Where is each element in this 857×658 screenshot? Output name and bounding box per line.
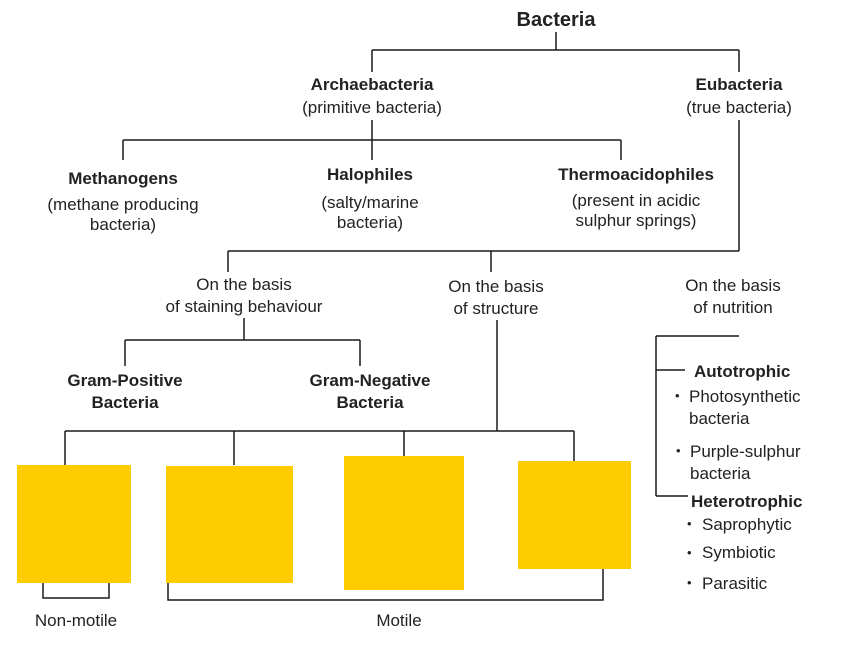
basis-nutrition-2: of nutrition [693, 298, 773, 317]
thermoacidophiles-title: Thermoacidophiles [558, 165, 714, 184]
methanogens-desc-2: bacteria) [89, 215, 157, 234]
auto-item-1-line2: bacteria [689, 409, 750, 428]
gram-negative-1: Gram-Negative [309, 371, 431, 390]
halophiles-desc-1: (salty/marine [321, 193, 419, 212]
autotrophic-title: Autotrophic [694, 362, 791, 381]
basis-staining-2: of staining behaviour [165, 297, 323, 316]
redacted-shape-2 [166, 466, 293, 583]
eubacteria-title: Eubacteria [695, 75, 783, 94]
auto-item-2-line1: Purple-sulphur [690, 442, 801, 461]
gram-negative-2: Bacteria [336, 393, 404, 412]
basis-structure-1: On the basis [448, 277, 544, 296]
archaebacteria-title: Archaebacteria [310, 75, 434, 94]
auto-item-1-line1: Photosynthetic [689, 387, 801, 406]
hetero-item-parasitic: Parasitic [702, 574, 768, 593]
gram-positive-1: Gram-Positive [67, 371, 183, 390]
bullet-icon: • [687, 575, 692, 590]
motile-label: Motile [376, 611, 422, 630]
halophiles-title: Halophiles [327, 165, 413, 184]
basis-structure-2: of structure [453, 299, 539, 318]
motile-bracket [167, 569, 604, 601]
redacted-shape-1 [17, 465, 131, 583]
redacted-shape-4 [518, 461, 631, 569]
basis-nutrition-1: On the basis [685, 276, 781, 295]
hetero-item-symbiotic: Symbiotic [702, 543, 776, 562]
root-title: Bacteria [516, 9, 596, 31]
bullet-icon: • [687, 545, 692, 560]
thermoacidophiles-desc-2: sulphur springs) [575, 211, 697, 230]
bullet-icon: • [675, 388, 680, 403]
bullet-icon: • [676, 443, 681, 458]
thermoacidophiles-desc-1: (present in acidic [571, 191, 701, 210]
gram-positive-2: Bacteria [91, 393, 159, 412]
archaebacteria-desc: (primitive bacteria) [302, 98, 442, 117]
hetero-item-saprophytic: Saprophytic [702, 515, 792, 534]
auto-item-2-line2: bacteria [690, 464, 751, 483]
basis-staining-1: On the basis [196, 275, 292, 294]
methanogens-title: Methanogens [68, 169, 178, 188]
heterotrophic-title: Heterotrophic [691, 492, 803, 511]
redacted-shape-3 [344, 456, 464, 590]
non-motile-bracket [42, 583, 110, 599]
halophiles-desc-2: bacteria) [336, 213, 404, 232]
bullet-icon: • [687, 516, 692, 531]
eubacteria-desc: (true bacteria) [686, 98, 792, 117]
methanogens-desc-1: (methane producing [47, 195, 199, 214]
non-motile-label: Non-motile [34, 611, 118, 630]
